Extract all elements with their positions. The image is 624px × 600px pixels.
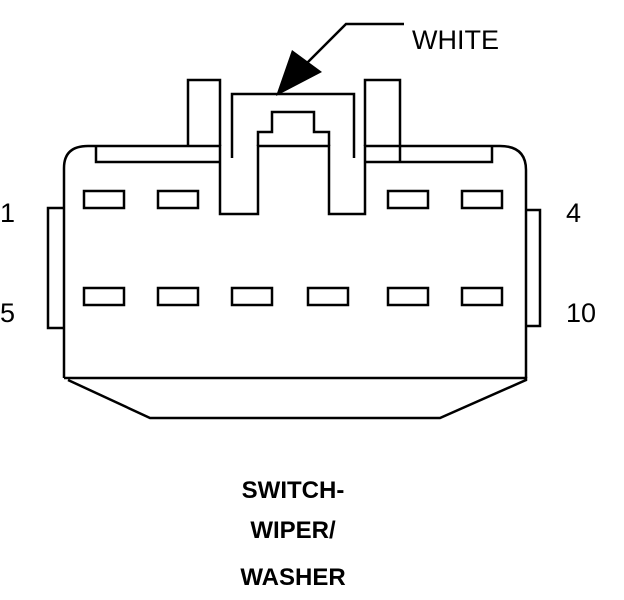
pin-cavity xyxy=(82,189,126,210)
pin-label-bottom-left: 5 xyxy=(0,298,15,328)
latch-outer xyxy=(230,92,356,158)
pin-cavity xyxy=(230,286,274,307)
pin-cavity xyxy=(460,189,504,210)
pin-cavity xyxy=(306,286,350,307)
pin-cavity xyxy=(386,286,430,307)
left-post xyxy=(186,78,222,146)
connector-housing xyxy=(62,144,528,378)
pin-label-top-left: 1 xyxy=(0,198,15,228)
left-bracket xyxy=(46,206,64,330)
housing-ledge xyxy=(94,146,494,164)
right-post xyxy=(363,78,402,162)
component-title-line-3: WASHER xyxy=(240,564,345,591)
pin-label-top-right: 4 xyxy=(566,198,581,228)
latch-inner xyxy=(256,110,331,146)
callout-leader xyxy=(305,22,404,65)
pin-label-bottom-right: 10 xyxy=(566,298,596,328)
component-title-line-1: SWITCH- xyxy=(242,477,345,504)
callout-label: WHITE xyxy=(412,25,499,55)
right-bracket xyxy=(526,208,542,328)
pin-cavity xyxy=(156,286,200,307)
pin-cavity xyxy=(156,189,200,210)
callout-arrowhead xyxy=(276,50,322,96)
component-title-line-2: WIPER/ xyxy=(250,517,336,544)
pin-cavity xyxy=(82,286,126,307)
connector-base xyxy=(64,376,528,420)
pin-cavity xyxy=(460,286,504,307)
pin-cavity xyxy=(386,189,430,210)
